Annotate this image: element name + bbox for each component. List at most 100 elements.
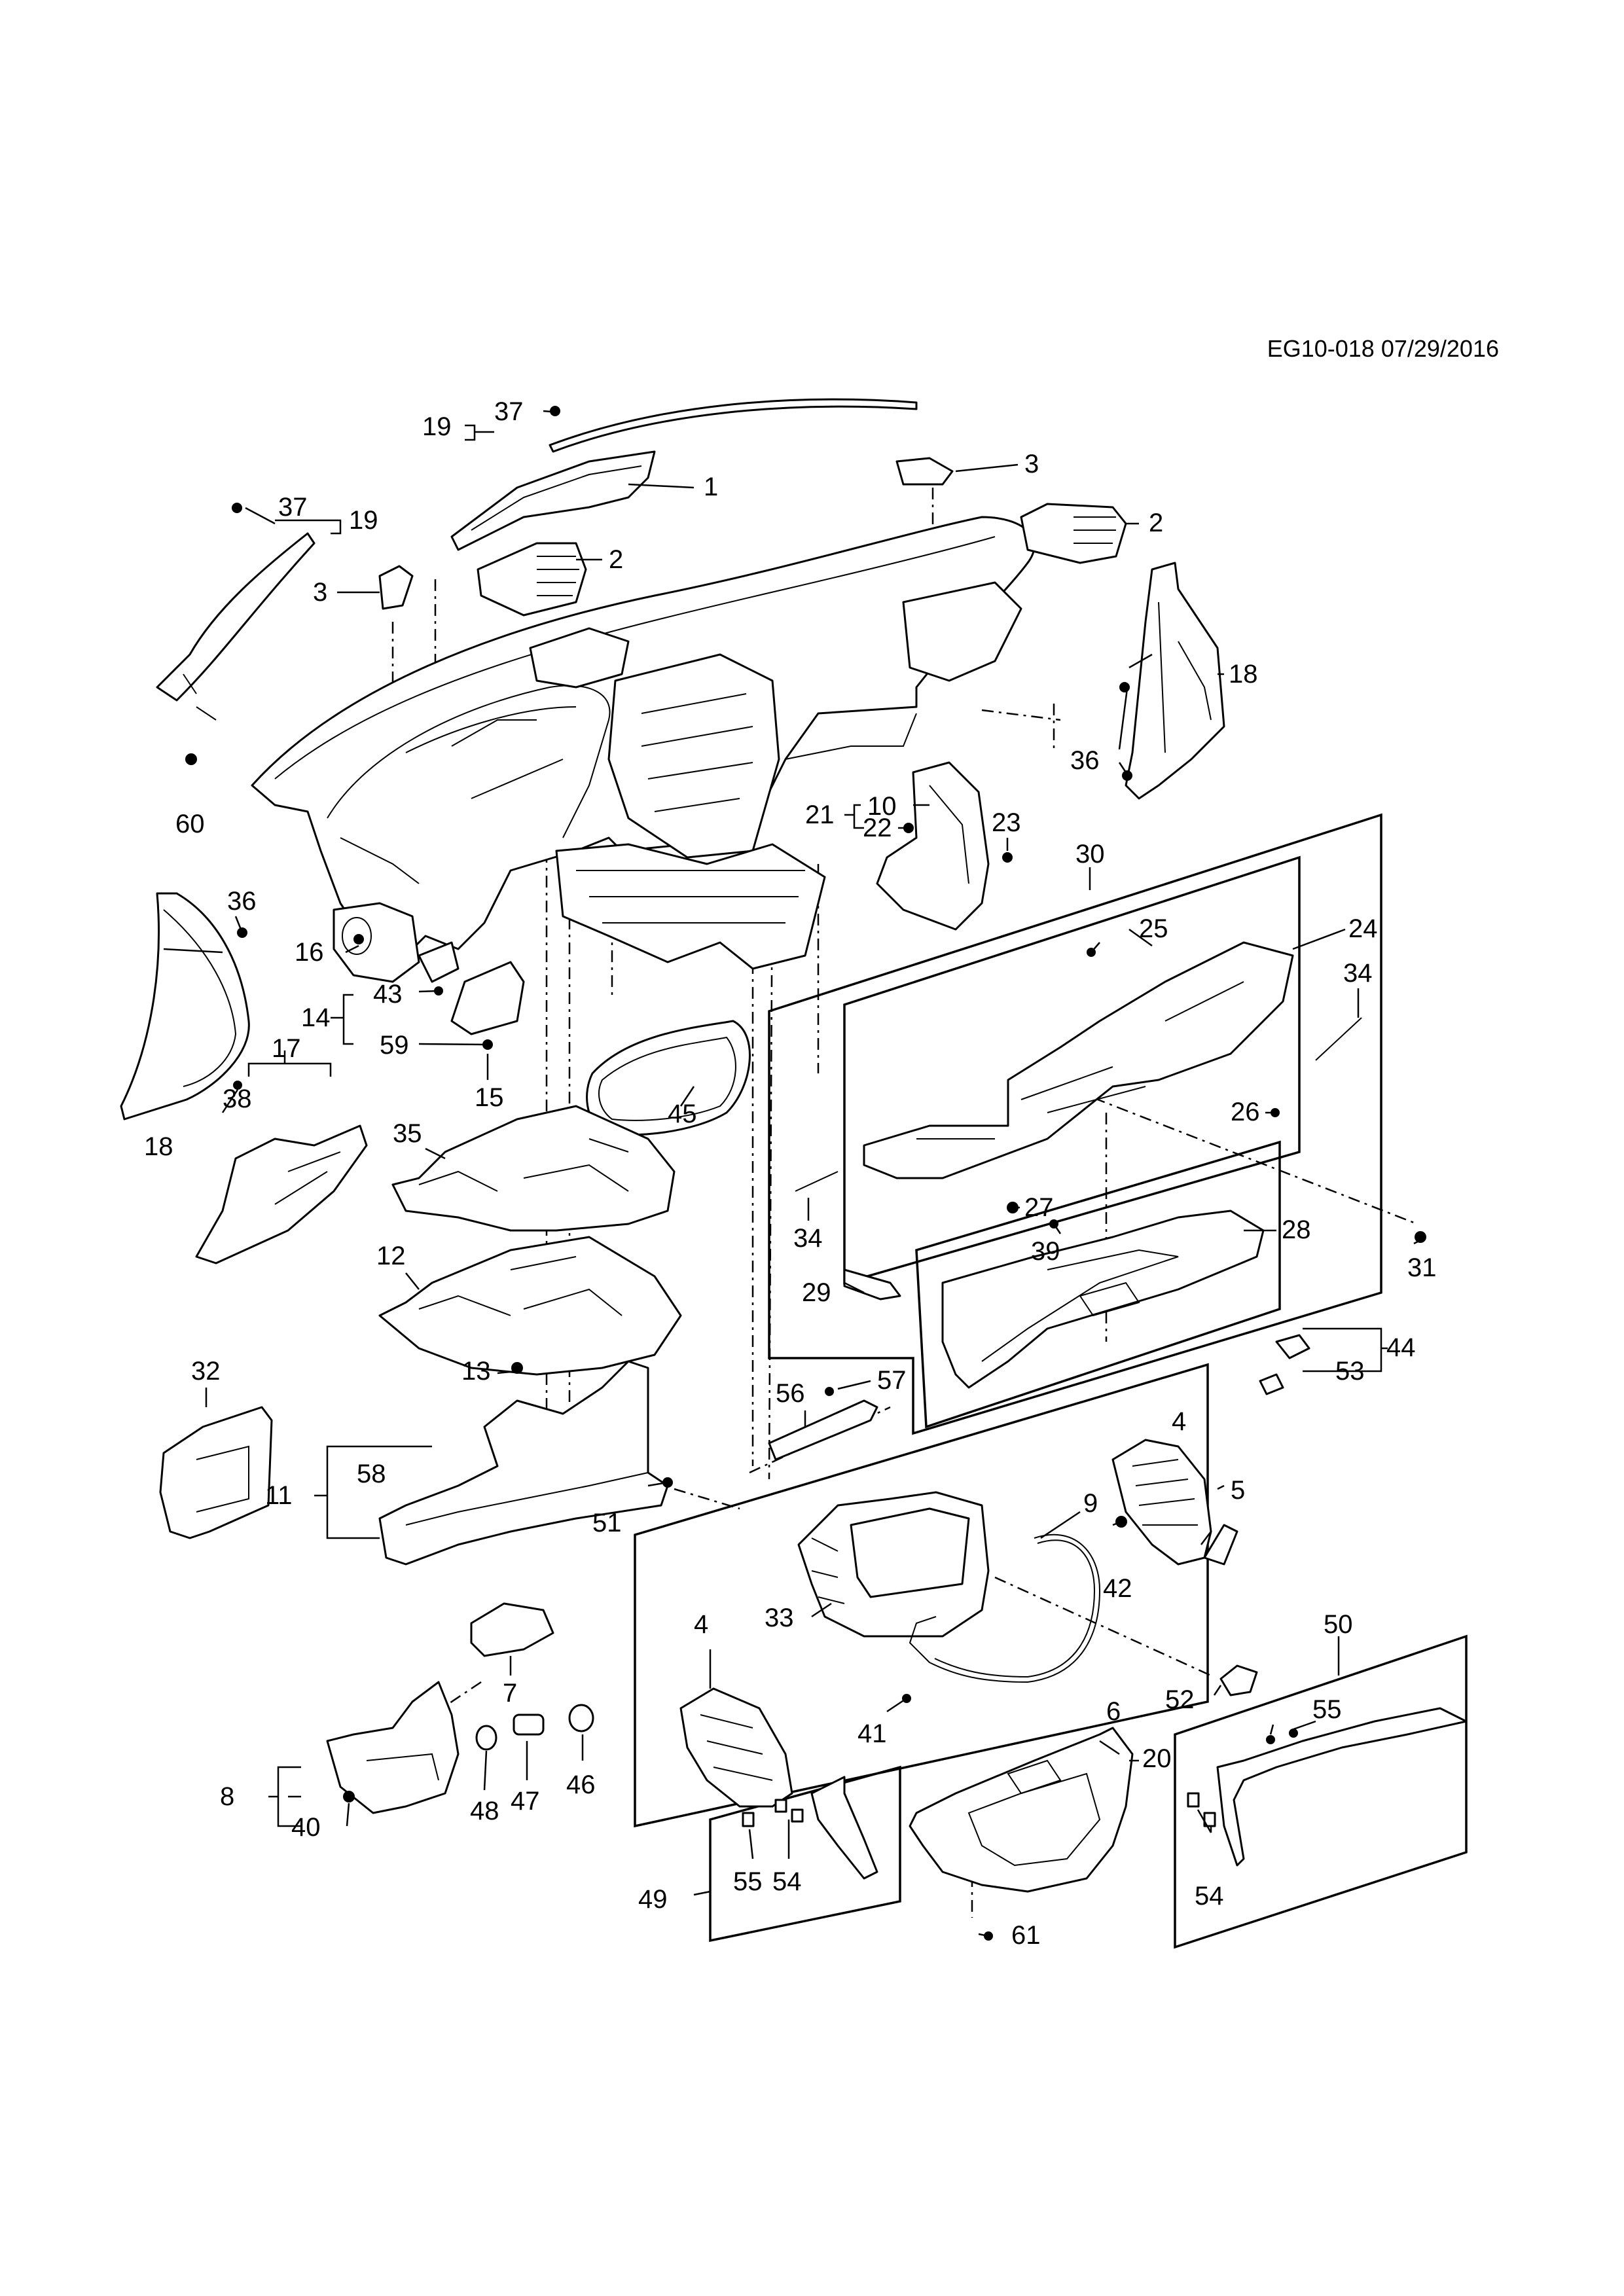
diagram-reference: EG10-018 07/29/2016 [1267,335,1499,362]
callout-24: 24 [1348,914,1378,943]
bracket-56 [768,1399,878,1461]
callout-48: 48 [470,1797,499,1825]
callout-32: 32 [191,1357,221,1386]
callout-8: 8 [220,1782,234,1811]
callout-6: 6 [1106,1697,1121,1726]
callout-45: 45 [668,1100,697,1128]
glovebox-housing [863,941,1294,1179]
steering-column-cover [418,941,460,983]
side-air-outlet-left [477,542,587,617]
callout-21: 21 [805,800,835,829]
knee-bolster-lower [378,1360,669,1566]
callout-10: 10 [867,792,897,821]
callout-4: 4 [1172,1407,1186,1436]
callout-20: 20 [1142,1744,1172,1773]
callout-18: 18 [1229,660,1258,689]
callout-30: 30 [1075,840,1105,869]
callout-16: 16 [295,938,324,967]
left-closeout-panel [195,1124,368,1265]
callout-55: 55 [733,1867,763,1896]
callout-19: 19 [422,412,452,441]
callout-22: 22 [863,814,892,842]
callout-44: 44 [1386,1333,1416,1362]
power-outlet [568,1704,594,1732]
callout-13: 13 [461,1357,491,1386]
trim-strip-right [1216,1707,1468,1867]
vent-insert-5 [1203,1524,1238,1566]
callout-57: 57 [877,1366,907,1395]
floor-console-front [909,1727,1134,1893]
callout-2: 2 [609,545,623,574]
callout-3: 3 [313,578,327,607]
callout-7: 7 [503,1679,517,1708]
callout-46: 46 [566,1770,596,1799]
left-pillar-trim-upper [156,532,316,702]
instrument-panel-main [251,516,1036,983]
defroster-vent-right [895,457,954,486]
side-access-panel [159,1406,273,1539]
outlet-socket [513,1713,545,1736]
bulb-53 [1259,1373,1284,1395]
callout-25: 25 [1139,914,1168,943]
callout-18: 18 [144,1132,173,1161]
callout-60: 60 [175,810,205,838]
callout-19: 19 [349,506,378,535]
callout-59: 59 [380,1031,409,1060]
callout-26: 26 [1231,1098,1260,1126]
callout-23: 23 [992,808,1021,837]
callout-15: 15 [475,1083,504,1112]
callout-61: 61 [1011,1921,1041,1950]
box-glovebox-housing [843,855,1301,1285]
callout-41: 41 [857,1719,887,1748]
right-pillar-trim [1125,562,1225,800]
box-glovebox-door [915,1140,1281,1429]
pin-34-right [1315,1017,1362,1061]
callout-58: 58 [357,1460,386,1488]
left-instrument-trim [450,961,525,1035]
instrument-panel-insulator-lower [378,1236,682,1376]
pin-34-left [795,1171,839,1192]
callout-11: 11 [265,1481,293,1510]
callout-36: 36 [1070,746,1100,775]
callout-4: 4 [694,1610,708,1639]
side-air-outlet-right [1020,503,1127,564]
callout-47: 47 [511,1787,540,1816]
callout-2: 2 [1149,509,1163,537]
callout-14: 14 [301,1003,331,1032]
callout-55: 55 [1312,1695,1342,1724]
callout-43: 43 [373,980,403,1009]
callout-54: 54 [1195,1882,1224,1910]
callout-37: 37 [494,397,524,426]
lamp-44 [1275,1334,1310,1359]
leader-lines [163,410,1421,1937]
lower-trim-panel [326,1681,460,1814]
windshield-garnish-strip [549,398,918,453]
defroster-grille [450,450,656,551]
box-trim-set-right [1174,1634,1468,1949]
callout-12: 12 [376,1242,406,1270]
callout-17: 17 [272,1034,301,1063]
callout-34: 34 [1343,959,1373,988]
callout-labels: 1 2 2 3 3 4 4 5 6 7 8 9 10 11 12 13 14 1… [144,397,1437,1950]
callout-28: 28 [1282,1215,1311,1244]
callout-36: 36 [227,887,257,916]
callout-3: 3 [1024,450,1039,478]
callout-27: 27 [1024,1193,1054,1222]
wiring-harness [909,1534,1101,1683]
callout-53: 53 [1335,1357,1365,1386]
instrument-panel-insulator-upper [391,1105,676,1232]
callout-34: 34 [793,1224,823,1253]
callout-31: 31 [1407,1253,1437,1282]
outlet-retainer [475,1725,497,1751]
switch-housing [470,1602,554,1657]
knee-bolster-bracket [876,761,990,931]
callout-42: 42 [1103,1574,1132,1603]
glovebox-door [941,1210,1265,1389]
callout-1: 1 [704,473,718,501]
callout-33: 33 [765,1604,794,1632]
callout-52: 52 [1165,1685,1195,1714]
callout-56: 56 [776,1379,805,1408]
callout-29: 29 [802,1278,831,1307]
callout-9: 9 [1083,1489,1098,1518]
